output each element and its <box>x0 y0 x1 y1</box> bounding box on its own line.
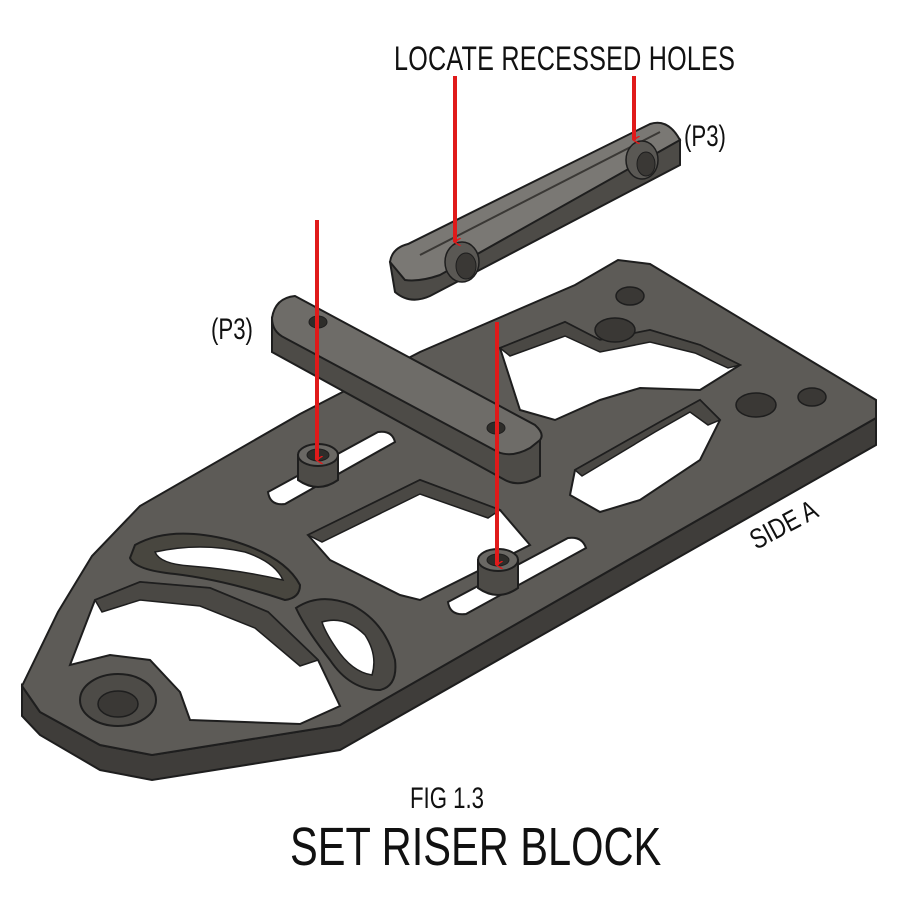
figure-title: SET RISER BLOCK <box>290 817 662 877</box>
mounting-hole <box>735 392 777 418</box>
riser-block-floating-top <box>388 121 682 282</box>
riser-block-floating <box>388 121 682 301</box>
annotation-locate-recessed-holes: LOCATE RECESSED HOLES <box>394 40 736 78</box>
part-label-p3-left: (P3) <box>211 313 253 346</box>
mounting-hole <box>797 387 827 407</box>
part-label-p3-right: (P3) <box>684 120 726 153</box>
base-plate <box>20 258 877 782</box>
riser-block-placed-top <box>270 294 543 456</box>
riser-block-placed <box>270 294 543 485</box>
mounting-hole <box>615 286 645 306</box>
figure-number: FIG 1.3 <box>410 782 485 815</box>
instruction-arrows <box>315 76 634 565</box>
mounting-hole <box>594 317 636 343</box>
